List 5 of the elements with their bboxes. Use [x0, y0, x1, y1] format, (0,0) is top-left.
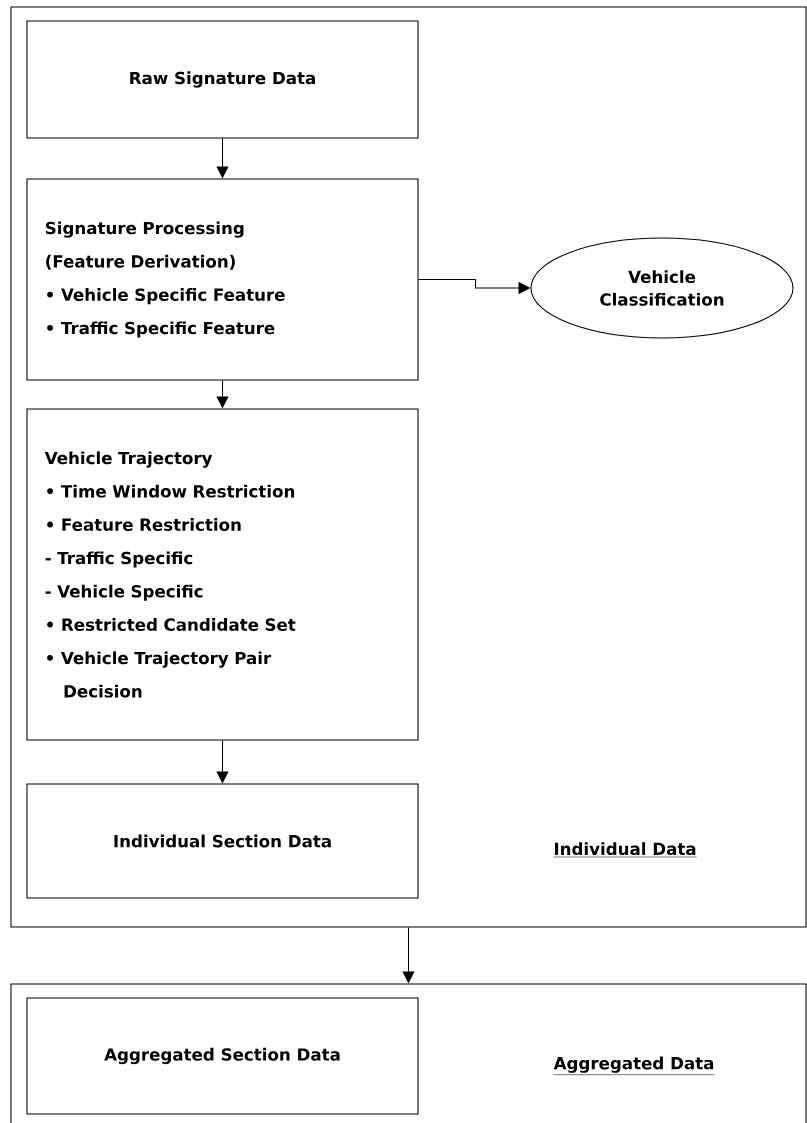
process-box: Vehicle Trajectory • Time Window Restriction • Feature Restriction - Traffic Specific - Vehicle Specific • Restricted Candidate Set • Vehicle Trajectory Pair Decision — [26, 408, 419, 741]
process-box: Raw Signature Data — [26, 20, 419, 139]
process-box: Aggregated Section Data — [26, 997, 419, 1115]
process-box: Individual Section Data — [26, 783, 419, 899]
process-box: Signature Processing (Feature Derivation) • Vehicle Specific Feature • Traffic Specific Feature — [26, 178, 419, 381]
